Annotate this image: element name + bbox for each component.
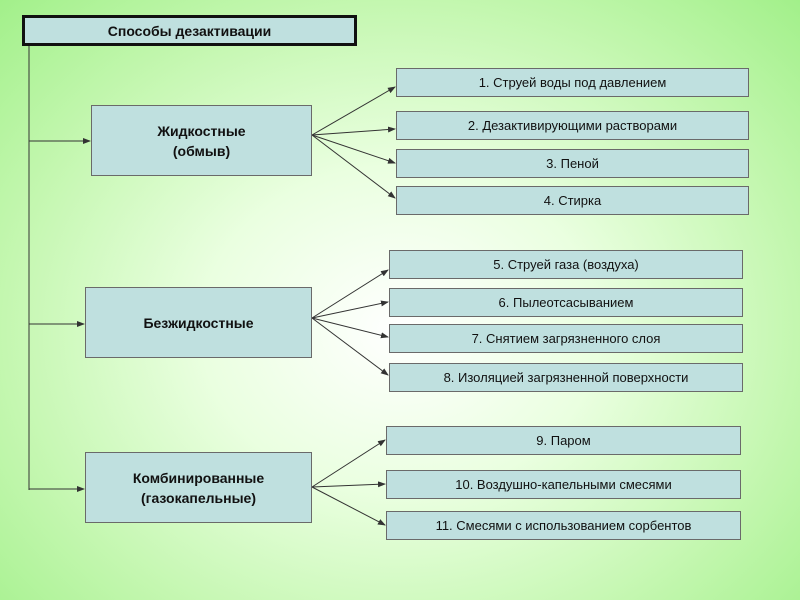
category-liquid: Жидкостные (обмыв)	[91, 105, 312, 176]
category-sublabel: (газокапельные)	[140, 489, 256, 506]
category-label: Жидкостные	[157, 122, 246, 139]
method-item: 6. Пылеотсасыванием	[389, 288, 743, 317]
method-item: 7. Снятием загрязненного слоя	[389, 324, 743, 353]
method-item: 9. Паром	[386, 426, 741, 455]
method-item: 1. Струей воды под давлением	[396, 68, 749, 97]
category-dry: Безжидкостные	[85, 287, 312, 358]
diagram-title: Способы дезактивации	[22, 15, 357, 46]
method-item: 3. Пеной	[396, 149, 749, 178]
category-label: Безжидкостные	[143, 314, 254, 331]
method-item: 4. Стирка	[396, 186, 749, 215]
category-label: Комбинированные	[132, 469, 265, 486]
method-item: 8. Изоляцией загрязненной поверхности	[389, 363, 743, 392]
category-sublabel: (обмыв)	[172, 142, 231, 159]
method-item: 11. Смесями с использованием сорбентов	[386, 511, 741, 540]
method-item: 2. Дезактивирующими растворами	[396, 111, 749, 140]
method-item: 10. Воздушно-капельными смесями	[386, 470, 741, 499]
category-combined: Комбинированные (газокапельные)	[85, 452, 312, 523]
method-item: 5. Струей газа (воздуха)	[389, 250, 743, 279]
